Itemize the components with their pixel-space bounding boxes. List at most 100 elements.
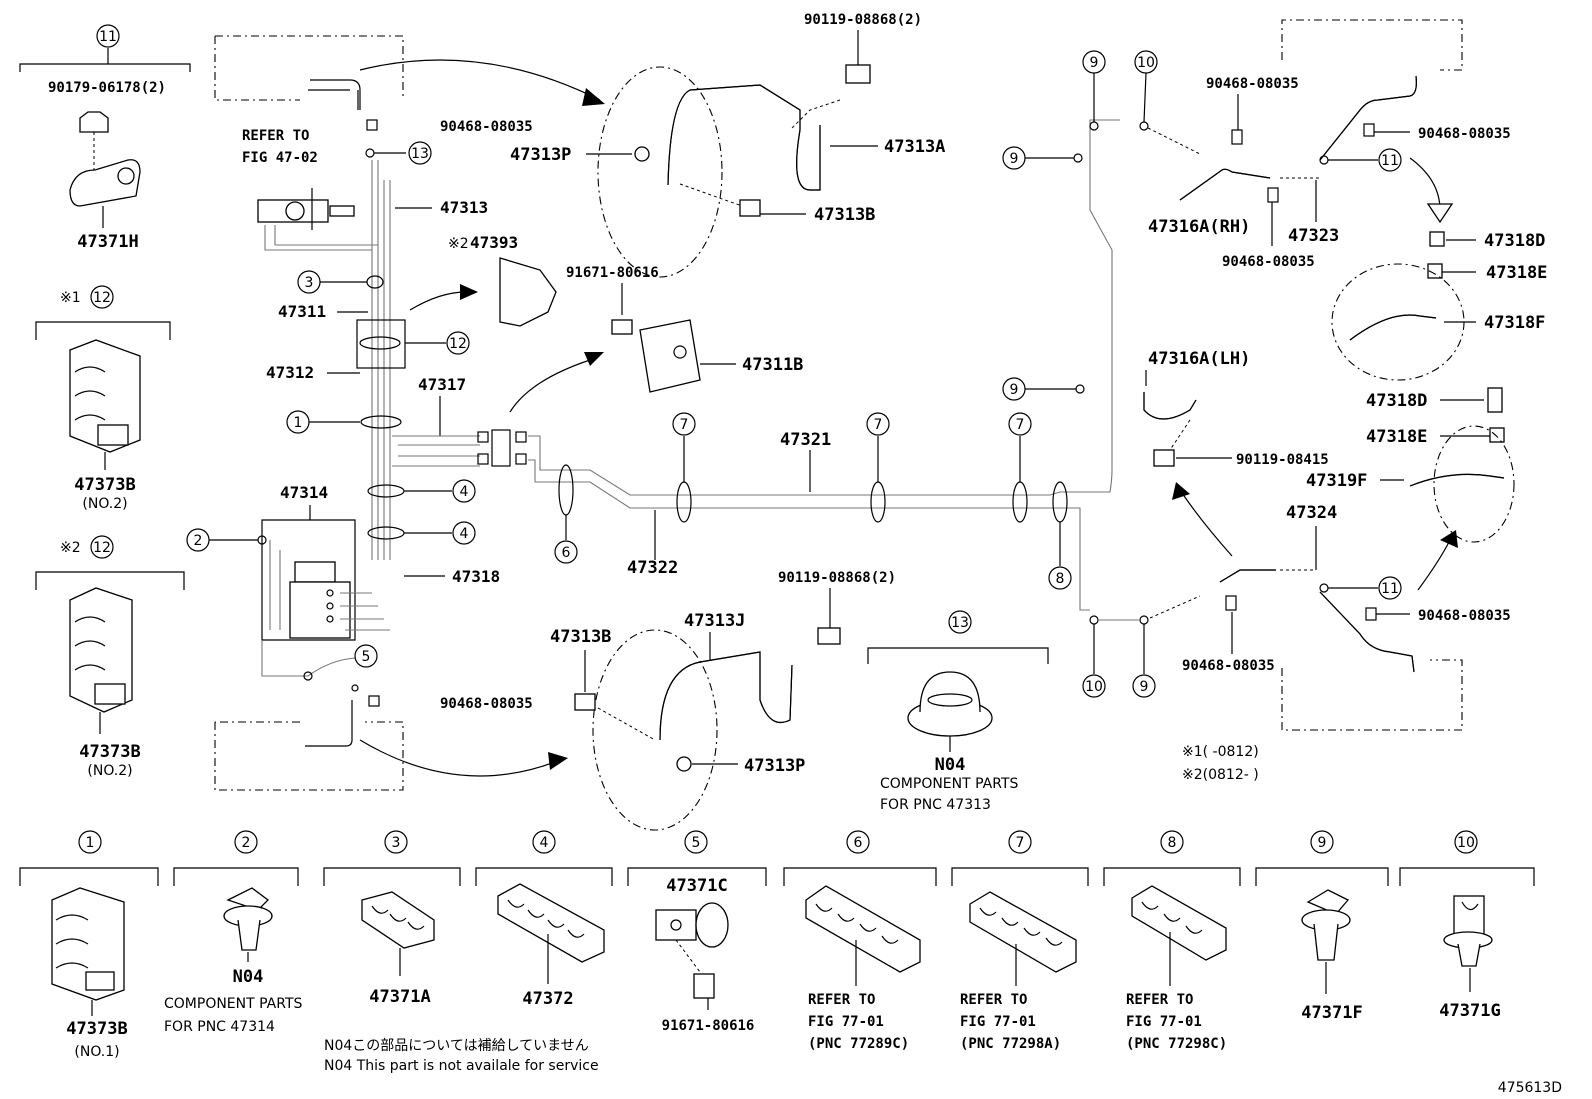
label-47311: 47311 xyxy=(278,302,326,321)
callout-8-a: 8 xyxy=(1056,571,1065,587)
bottom-sub-1: (NO.1) xyxy=(74,1044,119,1060)
label-47393: 47393 xyxy=(470,233,518,252)
bracket-area: ※2 47393 91671-80616 47311B xyxy=(448,233,803,393)
figure-id: 475613D xyxy=(1498,1080,1562,1096)
label-47322: 47322 xyxy=(627,558,678,578)
bottom-callout-10: 10 xyxy=(1457,835,1475,851)
footnote-jp: N04この部品については補給していません xyxy=(324,1038,589,1054)
bottom-item-4: 4 47372 xyxy=(475,830,613,1009)
label-47311B: 47311B xyxy=(742,355,803,375)
label-90468-08035-r3: 90468-08035 xyxy=(1418,126,1511,142)
label-47313A: 47313A xyxy=(884,137,945,157)
bottom-refer1-6: REFER TO xyxy=(808,992,875,1008)
callout-11: 11 xyxy=(99,29,117,45)
label-91671-80616-top: 91671-80616 xyxy=(566,265,659,281)
bottom-refer2-8: FIG 77-01 xyxy=(1126,1014,1202,1030)
label-47323: 47323 xyxy=(1288,226,1339,246)
master-cylinder-assembly: 90468-08035 13 REFER TO FIG 47-02 47313 … xyxy=(186,35,605,791)
callout-11-b: 11 xyxy=(1381,153,1399,169)
bottom-part-2: N04 xyxy=(233,967,264,987)
callout-7-b: 7 xyxy=(874,417,883,433)
callout-5-a: 5 xyxy=(362,649,371,665)
rear-brake-pipes: 47321 47322 6 7 7 7 8 xyxy=(528,119,1120,611)
label-47371H: 47371H xyxy=(77,232,138,252)
bottom-refer2-6: FIG 77-01 xyxy=(808,1014,884,1030)
callout-12-c: 12 xyxy=(449,336,467,352)
label-47312: 47312 xyxy=(266,363,314,382)
label-90119-08868-top: 90119-08868(2) xyxy=(804,12,922,28)
label-n04-center-desc2: FOR PNC 47313 xyxy=(880,797,991,813)
bottom-refer3-7: (PNC 77298A) xyxy=(960,1036,1061,1052)
label-47373B-b: 47373B xyxy=(79,742,140,762)
label-n04-center-desc1: COMPONENT PARTS xyxy=(880,776,1019,792)
label-n04-center: N04 xyxy=(935,755,966,775)
label-47319F: 47319F xyxy=(1306,471,1367,491)
bottom-part-3: 47371A xyxy=(369,987,430,1007)
bottom-callout-9: 9 xyxy=(1318,835,1327,851)
bottom-item-8: 8 REFER TO FIG 77-01 (PNC 77298C) xyxy=(1103,830,1241,1052)
footnote-en: N04 This part is not availale for servic… xyxy=(324,1058,599,1074)
note-1: ※1( -0812) xyxy=(1182,744,1259,760)
callout-11-c: 11 xyxy=(1381,581,1399,597)
bottom-item-7: 7 REFER TO FIG 77-01 (PNC 77298A) xyxy=(951,830,1089,1052)
label-47373B-b-sub: (NO.2) xyxy=(87,763,132,779)
callout-9-b: 9 xyxy=(1010,151,1019,167)
bottom-part-1: 47373B xyxy=(66,1019,127,1039)
bottom-refer3-8: (PNC 77298C) xyxy=(1126,1036,1227,1052)
bottom-refer1-8: REFER TO xyxy=(1126,992,1193,1008)
label-refer-to-a: REFER TO xyxy=(242,128,309,144)
label-47318E-b: 47318E xyxy=(1366,427,1427,447)
bottom-callout-2: 2 xyxy=(242,835,251,851)
label-47313P-bottom: 47313P xyxy=(744,756,805,776)
bottom-callout-1: 1 xyxy=(86,835,95,851)
n04-grommet: 13 N04 COMPONENT PARTS FOR PNC 47313 xyxy=(867,610,1049,813)
callout-3-a: 3 xyxy=(305,275,314,291)
callout-9-c: 9 xyxy=(1010,382,1019,398)
label-47318E-a: 47318E xyxy=(1486,263,1547,283)
bottom-part-10: 47371G xyxy=(1439,1001,1500,1021)
bottom-item-5: 5 47371C 91671-80616 xyxy=(627,830,767,1034)
label-90468-08035-r1: 90468-08035 xyxy=(1206,76,1299,92)
callout-2-a: 2 xyxy=(194,533,203,549)
label-90119-08415: 90119-08415 xyxy=(1236,452,1329,468)
bottom-callout-3: 3 xyxy=(392,835,401,851)
callout-1-a: 1 xyxy=(294,415,303,431)
label-90468-08035-r2: 90468-08035 xyxy=(1222,254,1315,270)
label-47313P-top: 47313P xyxy=(510,145,571,165)
bottom-callout-5: 5 xyxy=(692,835,701,851)
rear-right-area: 9 10 9 9 90468-08035 47316A(RH) 90468-08… xyxy=(1002,19,1547,783)
callout-4-a: 4 xyxy=(460,484,469,500)
callout-10-b: 10 xyxy=(1085,679,1103,695)
mark-1: ※1 xyxy=(60,290,81,306)
bottom-refer1-7: REFER TO xyxy=(960,992,1027,1008)
label-90179-06178: 90179-06178(2) xyxy=(48,80,166,96)
label-47373B-a: 47373B xyxy=(74,475,135,495)
bottom-refer3-6: (PNC 77289C) xyxy=(808,1036,909,1052)
callout-7-c: 7 xyxy=(1016,417,1025,433)
label-refer-fig-47-02: FIG 47-02 xyxy=(242,150,318,166)
callout-11-left-group: 11 90179-06178(2) 47371H xyxy=(19,24,191,252)
label-47317: 47317 xyxy=(418,375,466,394)
mark-2-47393: ※2 xyxy=(448,236,469,252)
front-hose-bottom: 90119-08868(2) 47313J 47313B 47313P xyxy=(550,570,896,831)
bottom-item-9: 9 47371F xyxy=(1255,830,1389,1023)
callout-12-mark2-group: ※2 12 47373B (NO.2) xyxy=(35,535,185,779)
callout-7-a: 7 xyxy=(680,417,689,433)
bottom-item-2: 2 N04 COMPONENT PARTS FOR PNC 47314 xyxy=(164,830,303,1035)
bottom-callout-8: 8 xyxy=(1168,835,1177,851)
label-47314: 47314 xyxy=(280,483,328,502)
callout-13-a: 13 xyxy=(411,146,429,162)
callout-12-b: 12 xyxy=(93,540,111,556)
label-47324: 47324 xyxy=(1286,503,1337,523)
bottom-part-5: 47371C xyxy=(666,876,727,896)
bottom-sub-2: COMPONENT PARTS xyxy=(164,996,303,1012)
callout-9-d: 9 xyxy=(1140,679,1149,695)
callout-12-a: 12 xyxy=(93,290,111,306)
label-90468-08035-r5: 90468-08035 xyxy=(1182,658,1275,674)
bottom-sub2-2: FOR PNC 47314 xyxy=(164,1019,275,1035)
label-47321: 47321 xyxy=(780,430,831,450)
label-47313J: 47313J xyxy=(684,611,745,631)
front-hose-top: 90119-08868(2) 47313A 47313P 47313B xyxy=(510,12,945,278)
callout-9-a: 9 xyxy=(1090,55,1099,71)
